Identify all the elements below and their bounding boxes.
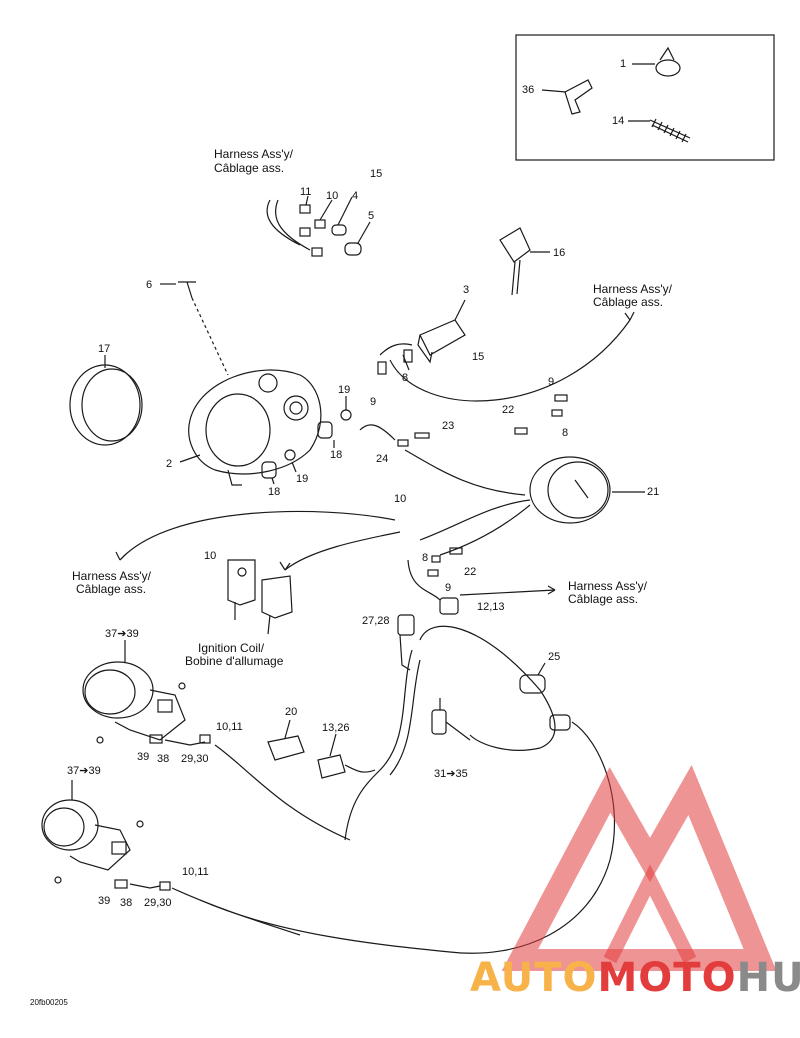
label-part-19-upper: 19 [338,384,351,396]
label-part-6: 6 [146,279,153,291]
label-part-37-39-lower: 37➔39 [67,765,101,777]
label-part-8-upper: 8 [402,372,409,384]
label-part-24: 24 [376,453,389,465]
label-part-13-26: 13,26 [322,722,350,734]
label-part-39-upper: 39 [137,751,150,763]
label-part-2: 2 [166,458,173,470]
screw-part-19-upper [340,409,352,421]
label-part-20: 20 [285,706,298,718]
bulb-4 [331,224,347,236]
watermark-part-1: AUTO [470,955,598,1001]
connector-part-31-35 [431,709,447,735]
label-part-18-upper: 18 [330,449,343,461]
label-part-39-lower: 39 [98,895,111,907]
label-part-10-top: 10 [326,190,339,202]
harness-wire-left [119,510,396,561]
inset-box [515,34,775,161]
harness-label-top-en: Harness Ass'y/ [214,147,293,161]
label-part-17: 17 [98,343,111,355]
bulb-harness [266,199,311,251]
headlight-lower [41,799,131,871]
label-part-18-lower: 18 [268,486,281,498]
label-part-15-mid: 15 [472,351,485,363]
automotohub-logo [501,765,777,971]
ignition-coil-left [227,559,256,620]
ignition-key-part-16 [499,227,531,296]
label-part-25: 25 [548,651,561,663]
connector-part-13-26 [317,754,346,779]
label-part-10-mid: 10 [394,493,407,505]
harness-label-left-fr: Câblage ass. [76,582,147,596]
instrument-housing-part-2 [188,369,322,486]
label-part-4: 4 [352,190,359,202]
label-part-27-28: 27,28 [362,615,390,627]
label-part-38-upper: 38 [157,753,170,765]
bracket-part-36 [564,79,593,115]
harness-label-left-en: Harness Ass'y/ [72,569,151,583]
harness-label-mid-fr: Câblage ass. [568,592,639,606]
watermark-part-2: MOTO [597,955,737,1001]
label-part-29-30-lower: 29,30 [144,897,172,909]
harness-wire-right [389,319,631,402]
bezel-ring-part-17 [69,364,143,446]
label-part-8-right: 8 [562,427,569,439]
label-part-12-13: 12,13 [477,601,505,613]
label-part-11: 11 [300,186,312,198]
label-part-37-39-upper: 37➔39 [105,628,139,640]
watermark-text: AUTOMOTOHUB [470,955,800,1001]
label-part-36: 36 [522,84,535,96]
harness-label-right-en: Harness Ass'y/ [593,282,672,296]
tachometer-part-21 [529,456,611,524]
label-part-21: 21 [647,486,660,498]
label-part-14: 14 [612,115,625,127]
label-part-38-lower: 38 [120,897,133,909]
label-part-9-right: 9 [548,376,555,388]
spring-part-14 [649,118,691,143]
label-part-10-11-upper: 10,11 [216,721,243,733]
headlight-upper [82,661,186,741]
ignition-coil-label-fr: Bobine d'allumage [185,654,284,668]
label-part-10-coil: 10 [204,550,217,562]
ignition-coil-right [261,575,293,635]
label-part-3: 3 [463,284,470,296]
connector-part-27-28 [397,614,415,636]
label-part-8-lower: 8 [422,552,429,564]
label-part-5: 5 [368,210,375,222]
label-part-16: 16 [553,247,566,259]
harness-label-right-fr: Câblage ass. [593,295,664,309]
screw-part-19-lower [284,449,296,461]
drawing-code: 20fb00205 [30,998,68,1007]
connector-part-18-lower [261,461,277,479]
bulb-5 [344,242,362,256]
connector-part-18-upper [317,421,333,439]
clamp-part-1 [655,46,681,77]
label-part-22-lower: 22 [464,566,477,578]
label-part-19-lower: 19 [296,473,309,485]
label-part-15-top: 15 [370,168,383,180]
harness-label-mid-en: Harness Ass'y/ [568,579,647,593]
label-part-29-30-upper: 29,30 [181,753,209,765]
label-part-9-lower: 9 [445,582,452,594]
harness-label-top-fr: Câblage ass. [214,161,285,175]
connector-part-12-13 [439,597,459,615]
screw-part-6 [178,281,196,299]
ignition-coil-label-en: Ignition Coil/ [198,641,265,655]
main-harness-part-25 [419,625,556,751]
label-part-31-35: 31➔35 [434,768,468,780]
label-part-9-left: 9 [370,396,377,408]
watermark-part-3: HUB [736,955,800,1001]
label-part-23: 23 [442,420,455,432]
label-part-10-11-lower: 10,11 [182,866,209,878]
switch-part-3 [417,319,466,364]
label-part-22-upper: 22 [502,404,515,416]
relay-part-20 [267,735,305,761]
label-part-1: 1 [620,58,627,70]
